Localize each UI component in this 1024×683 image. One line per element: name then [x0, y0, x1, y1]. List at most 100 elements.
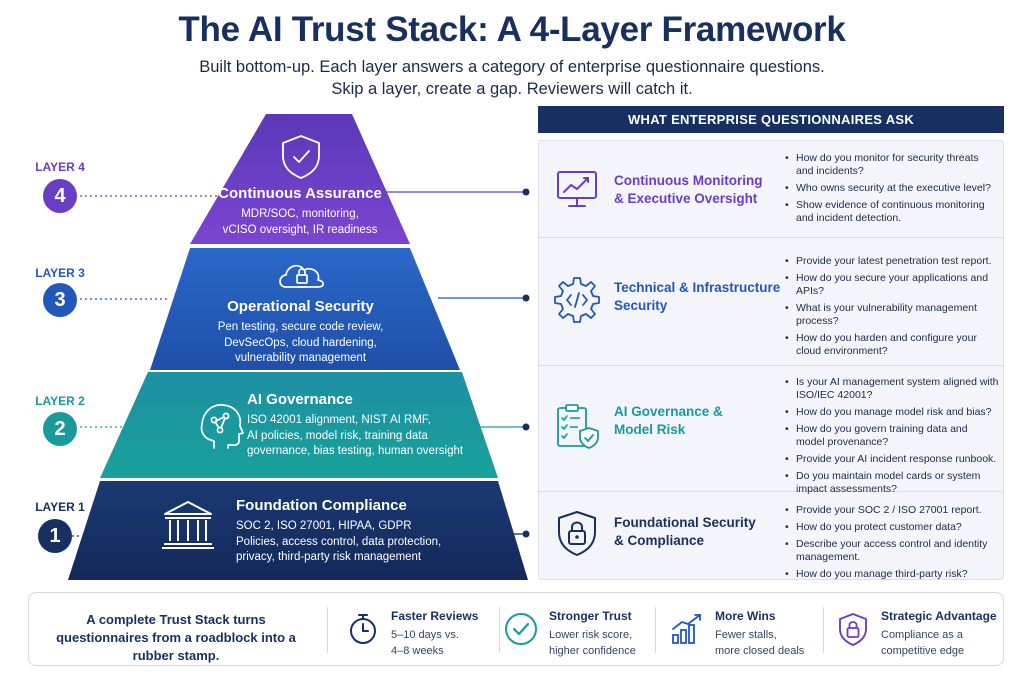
question-item: How do you secure your applications and …: [784, 272, 999, 298]
divider: [823, 607, 824, 653]
layer-1-desc-line: privacy, third-party risk management: [236, 551, 422, 563]
ai-head-icon: [200, 404, 244, 449]
divider: [499, 607, 500, 653]
page-title: The AI Trust Stack: A 4-Layer Framework: [178, 10, 846, 49]
question-item: Provide your latest penetration test rep…: [784, 255, 999, 268]
growth-chart-icon: [672, 614, 701, 644]
benefit-title: Stronger Trust: [549, 609, 632, 623]
benefit-desc-line: Fewer stalls,: [715, 629, 777, 641]
benefits-strip: A complete Trust Stack turns questionnai…: [28, 592, 1004, 666]
connector-dot-2: [522, 423, 530, 431]
question-list: Provide your SOC 2 / ISO 27001 report. H…: [784, 504, 999, 585]
question-list: Provide your latest penetration test rep…: [784, 255, 999, 362]
shield-lock-icon: [839, 613, 867, 646]
benefit-description: Fewer stalls, more closed deals: [715, 627, 804, 659]
row-title-line: Continuous Monitoring: [614, 173, 763, 188]
benefit-description: Compliance as a competitive edge: [881, 627, 964, 659]
question-item: Do you maintain model cards or system im…: [784, 470, 999, 496]
question-item: Describe your access control and identit…: [784, 538, 999, 564]
question-item: How do you manage model risk and bias?: [784, 406, 999, 419]
question-item: Provide your AI incident response runboo…: [784, 453, 999, 466]
questionnaire-row-technical: Technical & Infrastructure Security Prov…: [538, 238, 1004, 366]
layer-4-desc-line: vCISO oversight, IR readiness: [222, 223, 378, 236]
benefit-title: Strategic Advantage: [881, 609, 997, 623]
layer-2-label: LAYER 2: [35, 394, 85, 408]
layer-4-description: MDR/SOC, monitoring, vCISO oversight, IR…: [215, 207, 385, 238]
questionnaire-header: WHAT ENTERPRISE QUESTIONNAIRES ASK: [538, 106, 1004, 133]
benefit-desc-line: higher confidence: [549, 645, 636, 657]
layer-3-title: Operational Security: [227, 298, 374, 315]
layer-4-badge: 4: [43, 179, 77, 213]
layer-2-desc-line: governance, bias testing, human oversigh…: [247, 445, 464, 457]
benefit-title: More Wins: [715, 609, 776, 623]
layer-3-content: Operational Security Pen testing, secure…: [198, 298, 403, 367]
subtitle-line-1: Built bottom-up. Each layer answers a ca…: [199, 58, 825, 76]
question-list: How do you monitor for security threats …: [784, 152, 999, 229]
row-title-line: & Executive Oversight: [614, 191, 758, 206]
divider: [655, 607, 656, 653]
benefit-desc-line: 5–10 days vs.: [391, 629, 459, 641]
row-title-line: Security: [614, 298, 668, 313]
layer-4-desc-line: MDR/SOC, monitoring,: [241, 208, 359, 220]
subtitle-line-2: Skip a layer, create a gap. Reviewers wi…: [331, 80, 693, 98]
layer-4-content: Continuous Assurance MDR/SOC, monitoring…: [215, 185, 385, 238]
layer-1-desc-line: Policies, access control, data protectio…: [236, 535, 442, 548]
stopwatch-icon: [350, 614, 376, 644]
layer-2-desc-line: ISO 42001 alignment, NIST AI RMF,: [247, 414, 431, 426]
questionnaire-row-foundational: Foundational Security & Compliance Provi…: [538, 492, 1004, 581]
layer-3-desc-line: DevSecOps, cloud hardening,: [224, 336, 377, 349]
connector-dot-4: [522, 188, 530, 196]
layer-3-description: Pen testing, secure code review, DevSecO…: [198, 320, 403, 367]
layer-2-title: AI Governance: [247, 391, 353, 408]
benefit-desc-line: competitive edge: [881, 645, 965, 657]
clipboard-shield-icon: [557, 404, 599, 449]
gear-code-icon: [554, 277, 600, 323]
layer-1-desc-line: SOC 2, ISO 27001, HIPAA, GDPR: [236, 520, 412, 532]
benefit-desc-line: 4–8 weeks: [391, 645, 444, 657]
row-title-line: Technical & Infrastructure: [614, 280, 781, 295]
pyramid-layer-3: [150, 248, 460, 370]
question-item: How do you govern training data and mode…: [784, 423, 999, 449]
layer-3-desc-line: Pen testing, secure code review,: [217, 321, 384, 333]
question-item: Who owns security at the executive level…: [784, 182, 999, 195]
layer-2-desc-line: AI policies, model risk, training data: [247, 429, 428, 442]
layer-1-title: Foundation Compliance: [236, 497, 407, 514]
layer-4-title: Continuous Assurance: [218, 185, 382, 202]
benefit-title: Faster Reviews: [391, 609, 479, 623]
question-item: Show evidence of continuous monitoring a…: [784, 199, 999, 225]
question-item: Provide your SOC 2 / ISO 27001 report.: [784, 504, 999, 517]
row-title-line: Foundational Security: [614, 515, 756, 530]
row-title-line: Model Risk: [614, 422, 686, 437]
pyramid-layer-4: [190, 114, 410, 244]
questionnaire-row-title: Foundational Security & Compliance: [614, 514, 789, 550]
layer-2-content: AI Governance ISO 42001 alignment, NIST …: [247, 391, 467, 460]
layer-1-label: LAYER 1: [35, 500, 85, 514]
check-circle-icon: [505, 613, 537, 645]
question-item: Is your AI management system aligned wit…: [784, 376, 999, 402]
shield-lock-icon: [558, 511, 596, 556]
question-list: Is your AI management system aligned wit…: [784, 376, 999, 500]
benefit-description: 5–10 days vs. 4–8 weeks: [391, 627, 459, 659]
layer-3-badge: 3: [43, 283, 77, 317]
question-item: How do you harden and configure your clo…: [784, 332, 999, 358]
cloud-lock-icon: [279, 264, 325, 288]
shield-check-icon: [282, 135, 320, 179]
question-item: How do you monitor for security threats …: [784, 152, 999, 178]
layer-1-content: Foundation Compliance SOC 2, ISO 27001, …: [236, 497, 461, 566]
questionnaire-row-monitoring: Continuous Monitoring & Executive Oversi…: [538, 140, 1004, 238]
layer-1-badge: 1: [38, 519, 72, 553]
row-title-line: AI Governance &: [614, 404, 723, 419]
monitor-chart-icon: [557, 171, 597, 207]
row-title-line: & Compliance: [614, 533, 705, 548]
building-columns-icon: [162, 501, 214, 549]
benefit-desc-line: Compliance as a: [881, 629, 963, 641]
layer-2-badge: 2: [43, 412, 77, 446]
layer-3-desc-line: vulnerability management: [234, 352, 367, 364]
benefit-desc-line: Lower risk score,: [549, 629, 633, 641]
benefit-desc-line: more closed deals: [715, 645, 805, 657]
question-item: How do you manage third-party risk?: [784, 568, 999, 581]
questionnaire-row-ai-governance: AI Governance & Model Risk Is your AI ma…: [538, 366, 1004, 495]
layer-4-label: LAYER 4: [35, 160, 85, 174]
questionnaire-row-title: Technical & Infrastructure Security: [614, 279, 789, 315]
